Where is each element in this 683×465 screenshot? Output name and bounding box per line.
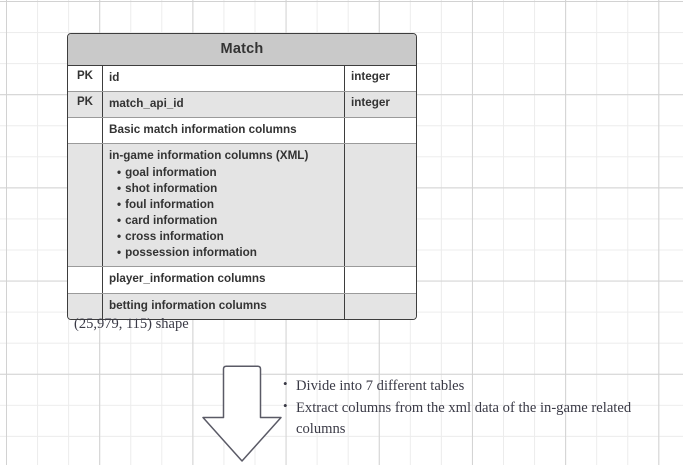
entity-table-match[interactable]: Match PK id integer PK match_api_id inte…	[67, 33, 417, 320]
row-key-badge	[68, 144, 103, 267]
row-column-name: betting information columns	[103, 293, 345, 319]
table-row[interactable]: PK id integer	[68, 66, 416, 93]
row-key-badge	[68, 293, 103, 319]
row-key-badge: PK	[68, 92, 103, 118]
table-row-xml-group[interactable]: in-game information columns (XML) goal i…	[68, 144, 416, 268]
row-column-type	[345, 294, 416, 319]
list-item: shot information	[109, 181, 338, 197]
row-column-type: integer	[351, 70, 390, 83]
row-column-name: player_information columns	[103, 267, 345, 293]
note-item: Divide into 7 different tables	[283, 375, 675, 397]
list-item: card information	[109, 213, 338, 229]
row-column-name: id	[103, 66, 345, 92]
table-row[interactable]: betting information columns	[68, 293, 416, 319]
xml-sub-list: goal information shot information foul i…	[109, 165, 338, 262]
xml-group-title: in-game information columns (XML)	[109, 149, 309, 163]
row-column-type	[345, 118, 416, 143]
annotation-notes: Divide into 7 different tables Extract c…	[283, 375, 675, 441]
row-column-type	[345, 144, 416, 266]
row-column-name-group: in-game information columns (XML) goal i…	[103, 144, 345, 267]
entity-title: Match	[68, 34, 416, 66]
row-column-type	[345, 267, 416, 292]
table-row[interactable]: PK match_api_id integer	[68, 92, 416, 119]
row-key-badge	[68, 267, 103, 293]
row-column-name: Basic match information columns	[103, 118, 345, 144]
list-item: cross information	[109, 229, 338, 245]
note-item: Extract columns from the xml data of the…	[283, 397, 675, 440]
table-row[interactable]: player_information columns	[68, 267, 416, 294]
row-column-name: match_api_id	[103, 92, 345, 118]
down-arrow-icon[interactable]	[200, 364, 284, 465]
row-key-badge: PK	[68, 66, 103, 92]
list-item: possession information	[109, 245, 338, 261]
row-key-badge	[68, 118, 103, 144]
list-item: foul information	[109, 197, 338, 213]
row-column-type: integer	[351, 96, 390, 110]
table-row[interactable]: Basic match information columns	[68, 118, 416, 145]
shape-caption: (25,979, 115) shape	[74, 316, 189, 332]
list-item: goal information	[109, 165, 338, 181]
